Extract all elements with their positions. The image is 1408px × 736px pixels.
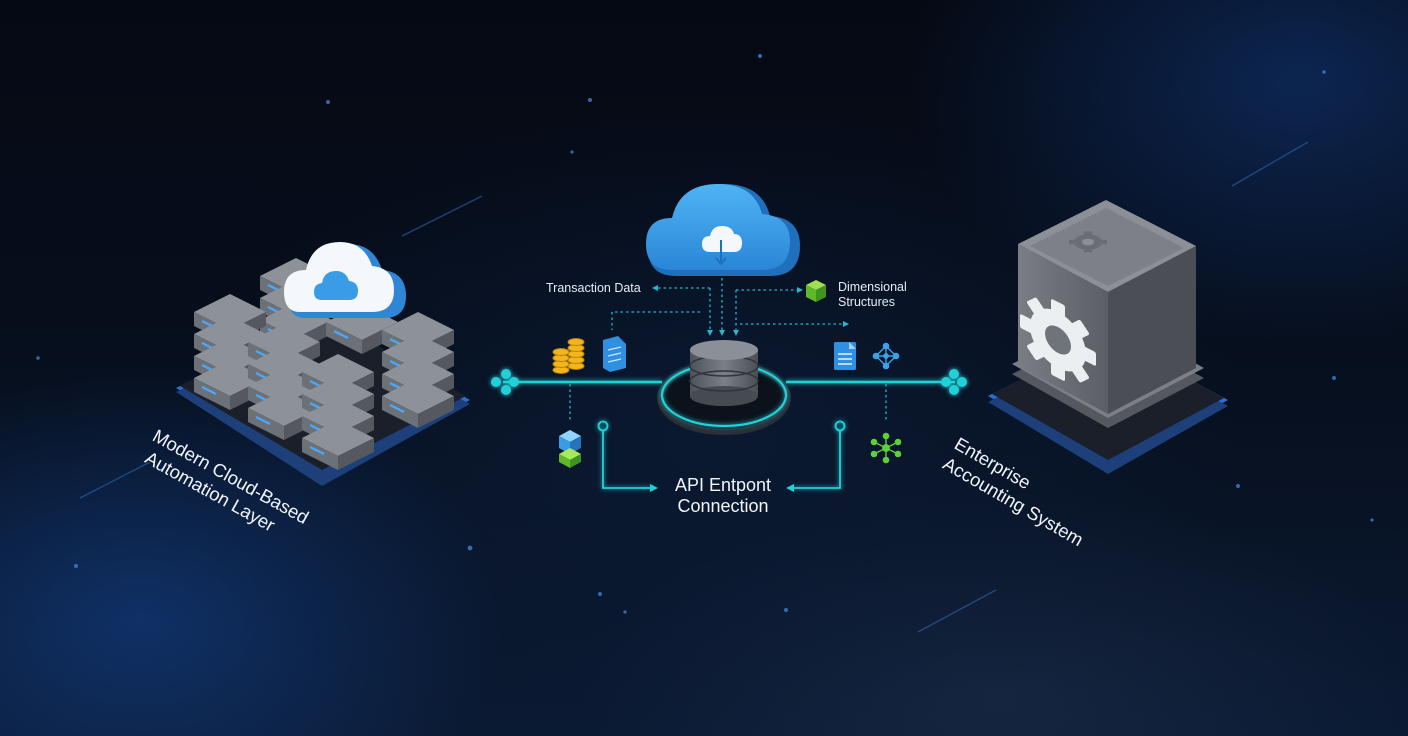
left-connector-node <box>491 369 519 395</box>
flow-arrowheads <box>652 285 849 336</box>
cube-icon <box>806 280 826 302</box>
gear-icon <box>1020 297 1096 383</box>
dimensional-structures-line-1: Dimensional <box>838 280 907 294</box>
stacked-cubes-icon <box>559 430 581 468</box>
data-flow-arrows <box>569 278 887 422</box>
green-network-icon <box>870 432 902 464</box>
api-arrowheads <box>650 484 794 492</box>
right-connector-node <box>941 369 967 395</box>
api-connection-label: API Entpont Connection <box>652 475 794 517</box>
settings-gear-icon <box>1069 231 1107 253</box>
api-connection-line-2: Connection <box>677 496 769 516</box>
coins-icon <box>552 338 585 374</box>
left-server-cluster <box>176 256 470 486</box>
document-icon <box>603 336 626 372</box>
dimensional-structures-label: Dimensional Structures <box>838 280 907 310</box>
transaction-data-label: Transaction Data <box>546 281 641 295</box>
network-icon <box>872 342 900 370</box>
upload-cloud-icon <box>646 184 800 276</box>
api-routing-lines <box>597 420 846 489</box>
api-connector-line <box>491 369 967 395</box>
dimensional-structures-line-2: Structures <box>838 295 895 309</box>
api-connection-line-1: API Entpont <box>674 475 772 495</box>
cloud-icon <box>284 242 406 318</box>
accounting-system-box <box>988 200 1228 474</box>
background-stars <box>36 54 1374 614</box>
report-document-icon <box>834 342 856 370</box>
light-streaks <box>79 141 1309 633</box>
database-icon <box>657 340 791 435</box>
